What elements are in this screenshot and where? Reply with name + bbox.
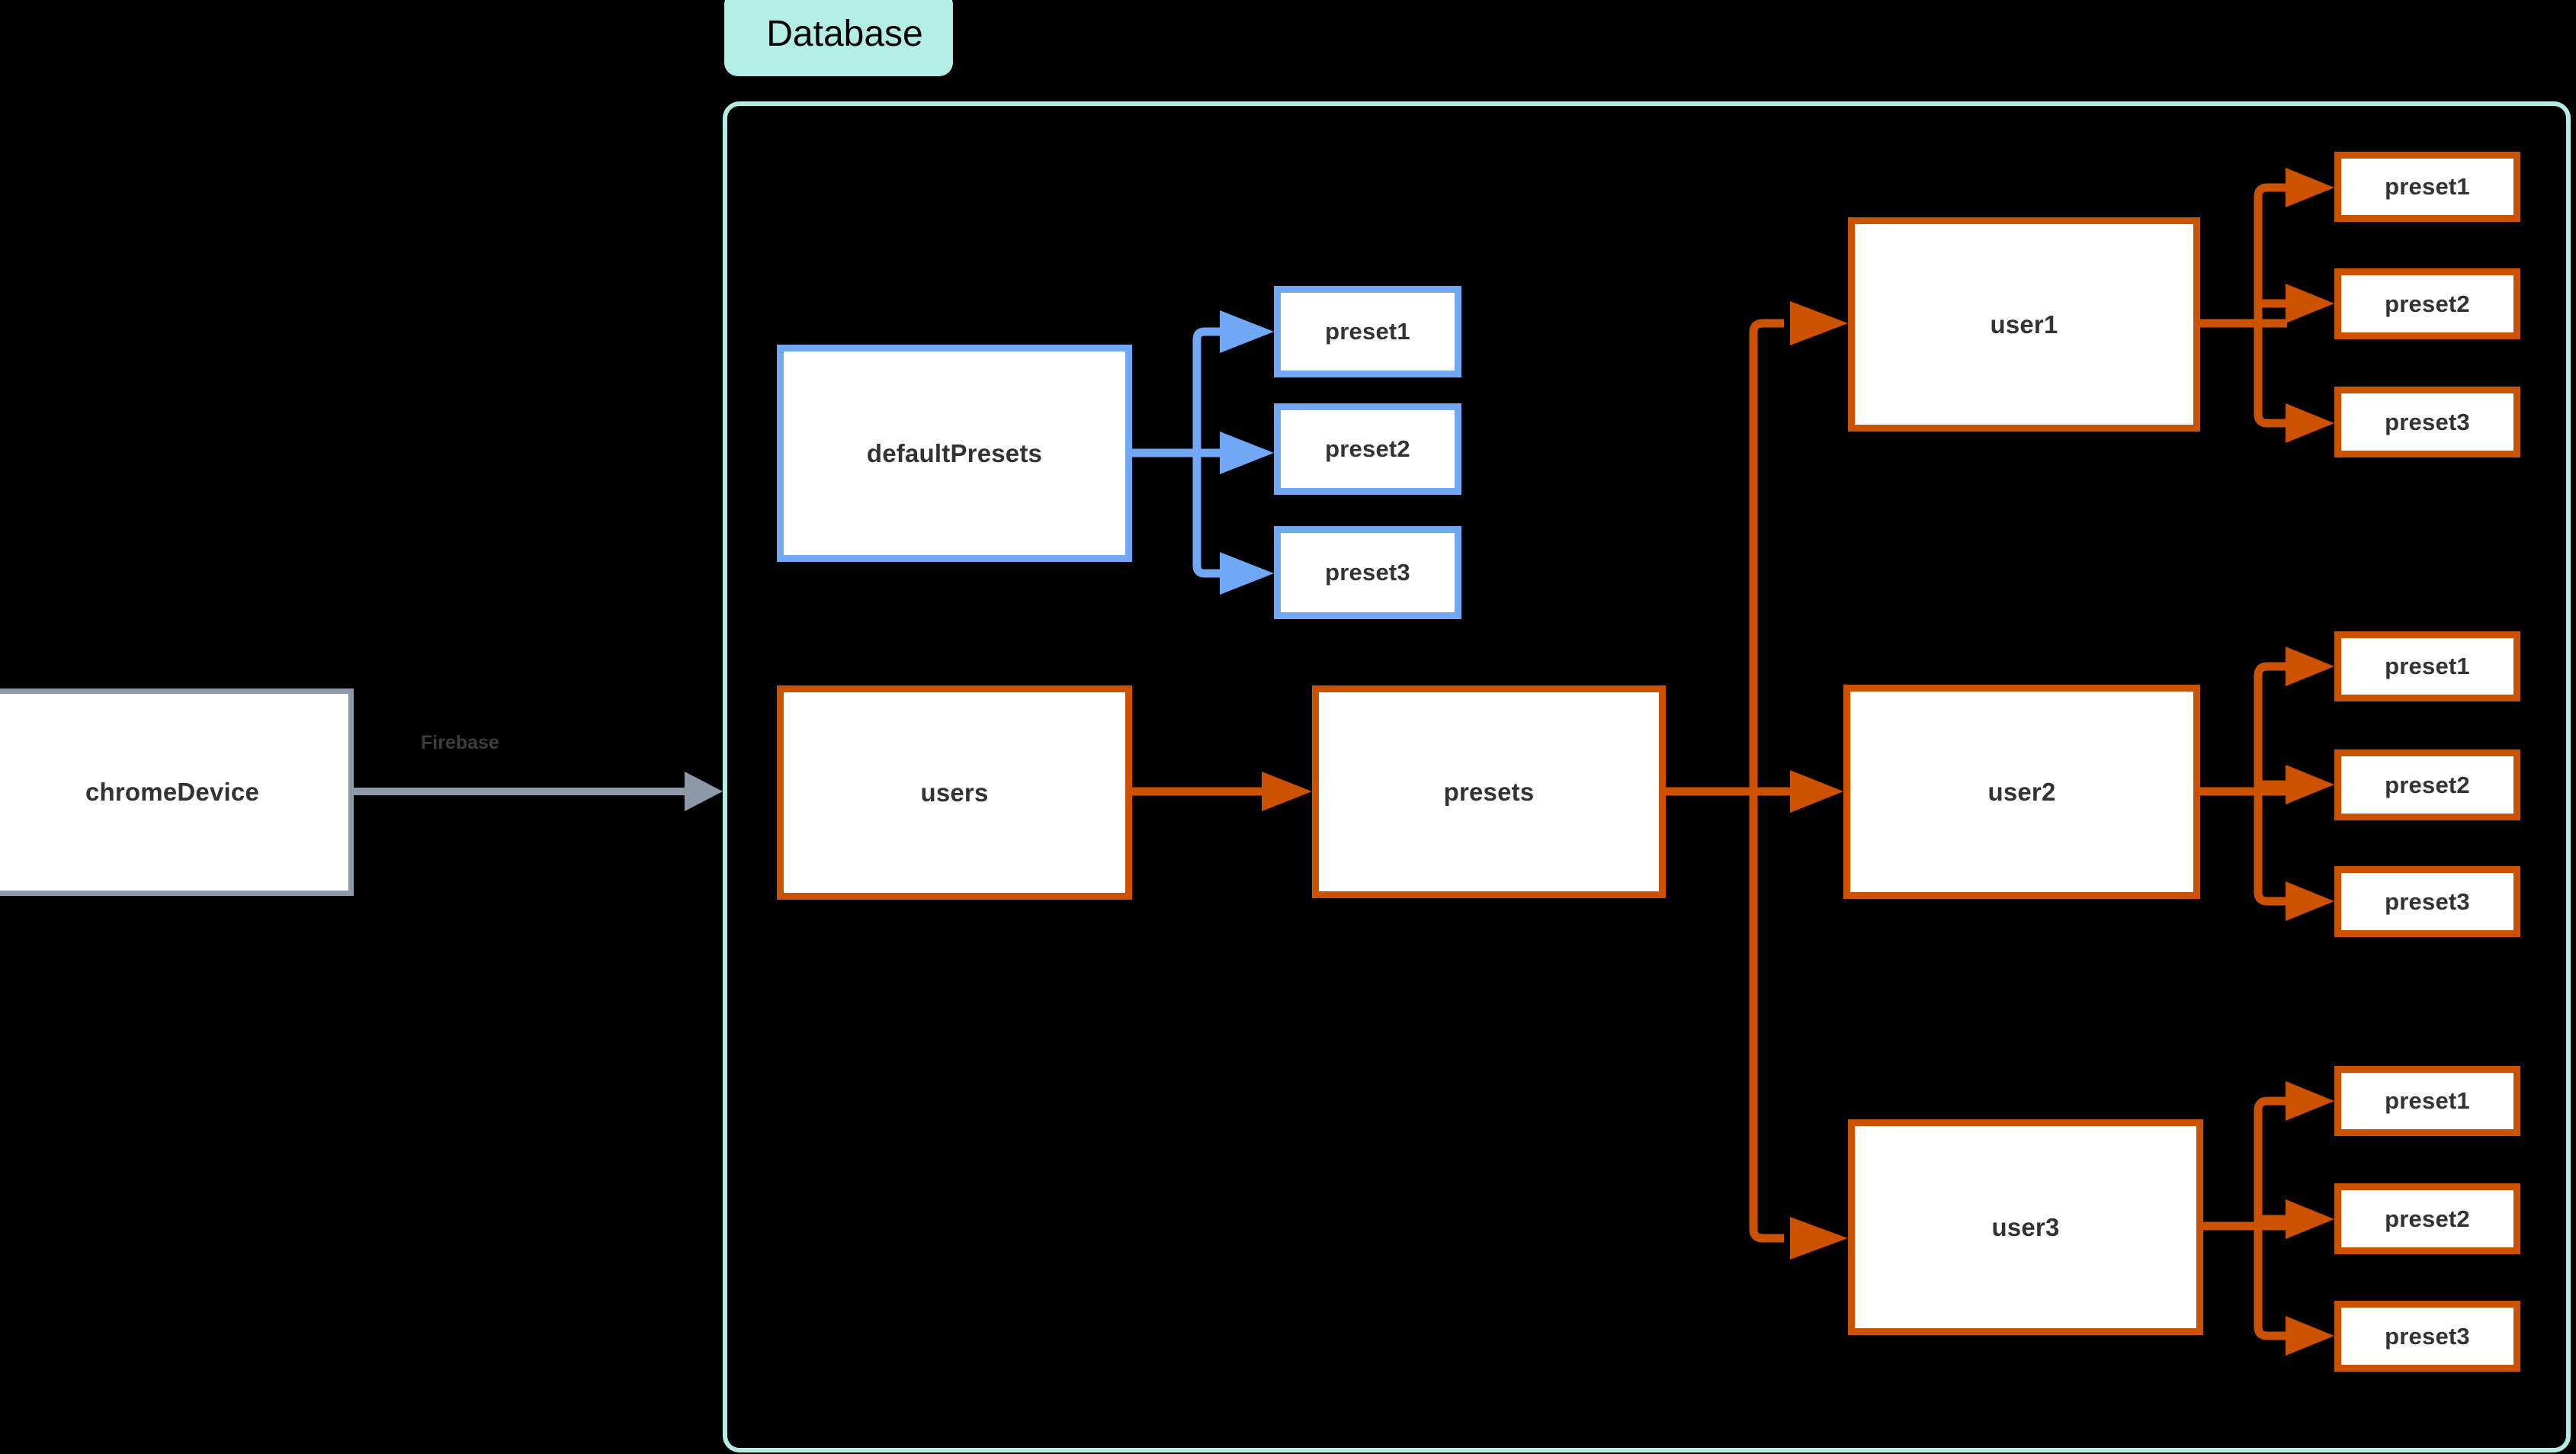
node-label: users <box>920 778 989 807</box>
node-user2[interactable]: user2 <box>1843 685 2200 899</box>
node-user2-preset-1[interactable]: preset1 <box>2334 631 2520 701</box>
node-users[interactable]: users <box>777 685 1132 900</box>
node-user3-preset-1[interactable]: preset1 <box>2334 1066 2520 1136</box>
node-user3-preset-2[interactable]: preset2 <box>2334 1183 2520 1254</box>
node-label: defaultPresets <box>866 438 1043 467</box>
node-default-preset-3[interactable]: preset3 <box>1274 526 1461 619</box>
node-label: preset2 <box>2385 771 2470 798</box>
node-default-preset-1[interactable]: preset1 <box>1274 286 1461 377</box>
node-user1-preset-2[interactable]: preset2 <box>2334 268 2520 339</box>
node-label: user3 <box>1991 1212 2060 1241</box>
node-chrome-device[interactable]: chromeDevice <box>0 688 354 896</box>
node-user2-preset-2[interactable]: preset2 <box>2334 749 2520 820</box>
edge-chromedevice-to-database <box>354 772 723 811</box>
node-label: preset3 <box>2385 887 2470 915</box>
node-user3-preset-3[interactable]: preset3 <box>2334 1301 2520 1372</box>
database-group-title: Database <box>724 0 953 76</box>
node-default-presets[interactable]: defaultPresets <box>777 345 1132 562</box>
node-label: preset2 <box>2385 290 2470 317</box>
node-user1-preset-1[interactable]: preset1 <box>2334 152 2520 222</box>
node-label: preset1 <box>2385 653 2470 679</box>
node-user1-preset-3[interactable]: preset3 <box>2334 387 2520 457</box>
node-label: chromeDevice <box>85 778 260 806</box>
node-user2-preset-3[interactable]: preset3 <box>2334 866 2520 937</box>
node-label: preset2 <box>2385 1205 2470 1232</box>
node-presets[interactable]: presets <box>1312 685 1666 898</box>
edge-label-firebase: Firebase <box>421 732 499 753</box>
node-label: preset3 <box>2385 1322 2470 1350</box>
database-group-container <box>723 101 2571 1452</box>
node-label: user2 <box>1987 777 2056 806</box>
node-label: preset1 <box>1325 318 1410 345</box>
node-label: preset2 <box>1325 435 1410 462</box>
node-user1[interactable]: user1 <box>1848 217 2200 432</box>
node-default-preset-2[interactable]: preset2 <box>1274 403 1461 495</box>
node-label: preset3 <box>2385 408 2470 435</box>
node-label: preset1 <box>2385 173 2470 200</box>
node-label: user1 <box>1990 310 2058 339</box>
node-label: preset1 <box>2385 1087 2470 1114</box>
node-label: preset3 <box>1325 559 1410 586</box>
node-label: presets <box>1443 777 1535 806</box>
node-user3[interactable]: user3 <box>1848 1119 2203 1335</box>
